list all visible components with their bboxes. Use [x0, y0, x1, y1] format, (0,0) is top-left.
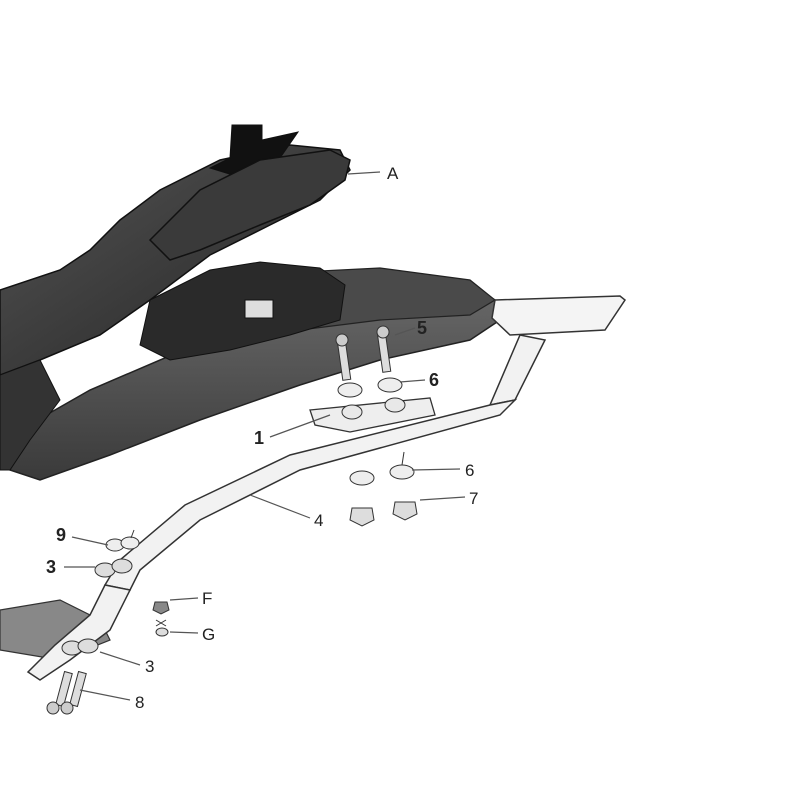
nuts-7	[349, 501, 418, 527]
callout-f: F	[202, 589, 212, 608]
callout-a: A	[387, 164, 399, 183]
electronics-bay	[139, 261, 346, 361]
washer-g	[155, 619, 169, 637]
callout-g: G	[202, 625, 215, 644]
callout-6-lower: 6	[465, 461, 474, 480]
spacers-3-lower	[61, 638, 99, 656]
washers-9	[105, 529, 140, 552]
washers-6-top	[337, 377, 406, 420]
callout-7: 7	[469, 489, 478, 508]
bolts-5	[335, 325, 392, 381]
spacers-3-upper	[94, 558, 133, 578]
callout-9: 9	[56, 525, 66, 545]
frame-rear-tube	[488, 334, 547, 407]
callout-5: 5	[417, 318, 427, 338]
washers-6-lower	[349, 451, 415, 486]
callout-1: 1	[254, 428, 264, 448]
callout-4: 4	[314, 511, 323, 530]
electronics-module	[244, 299, 274, 319]
callout-6-top: 6	[429, 370, 439, 390]
left-body-lower	[0, 359, 61, 471]
callout-3-upper: 3	[46, 557, 56, 577]
callout-3-lower: 3	[145, 657, 154, 676]
callout-8: 8	[135, 693, 144, 712]
pillion-seat-pad	[148, 149, 351, 261]
top-plate	[491, 295, 627, 336]
frame-side-tube	[103, 398, 518, 591]
bolts-8	[46, 670, 87, 715]
mounting-frame	[26, 295, 627, 681]
nut-f	[152, 601, 170, 615]
frame-front-arm	[26, 584, 132, 681]
leader-lines	[64, 171, 466, 701]
callout-labels: A 5 6 1 6 7 4 9 3 F G 3 8	[46, 164, 478, 712]
